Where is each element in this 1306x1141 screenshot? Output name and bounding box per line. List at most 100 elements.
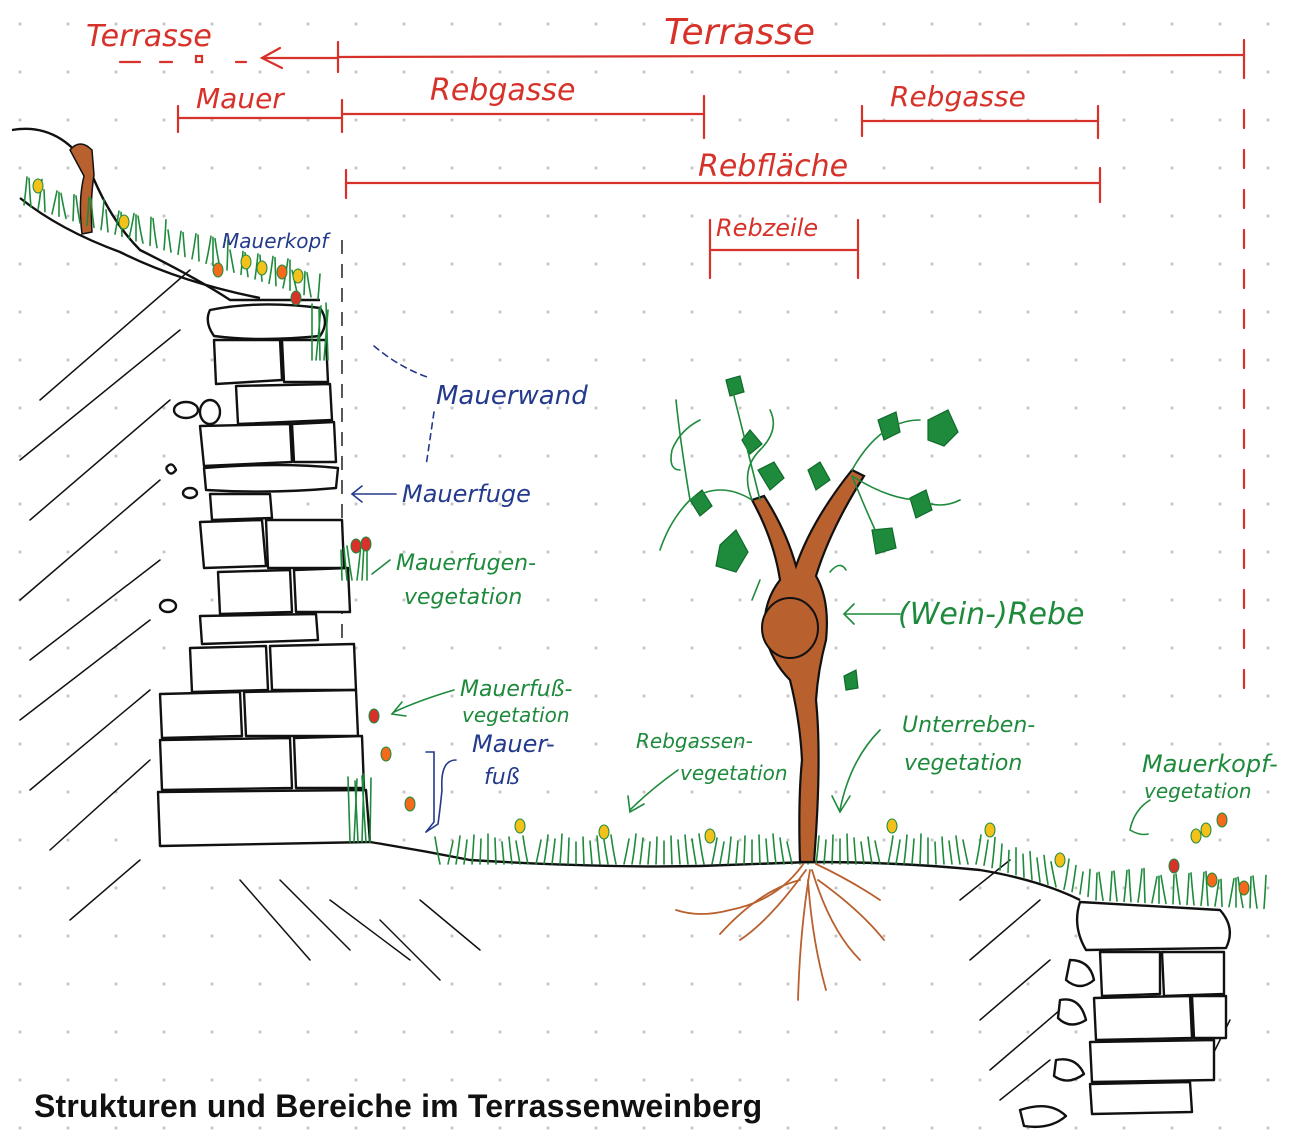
grid-dot bbox=[114, 1030, 117, 1033]
grass-blade bbox=[178, 231, 181, 254]
grass-blade bbox=[720, 842, 724, 864]
grid-dot bbox=[450, 454, 453, 457]
grid-dot bbox=[594, 790, 597, 793]
grid-dot bbox=[114, 838, 117, 841]
grid-dot bbox=[354, 70, 357, 73]
flower bbox=[33, 179, 43, 193]
grid-dot bbox=[594, 118, 597, 121]
grid-dot bbox=[66, 70, 69, 73]
grass-blade bbox=[304, 272, 305, 295]
grid-dot bbox=[738, 1126, 741, 1129]
grid-dot bbox=[402, 358, 405, 361]
grid-dot bbox=[18, 262, 21, 265]
grass-blade bbox=[1124, 870, 1127, 901]
grid-dot bbox=[882, 22, 885, 25]
grid-dot bbox=[210, 1030, 213, 1033]
grid-dot bbox=[1218, 694, 1221, 697]
grid-dot bbox=[738, 1078, 741, 1081]
grid-dot bbox=[882, 646, 885, 649]
grid-dot bbox=[162, 1030, 165, 1033]
grid-dot bbox=[1266, 1078, 1269, 1081]
grid-dot bbox=[1026, 550, 1029, 553]
grid-dot bbox=[594, 694, 597, 697]
grass-blade bbox=[164, 220, 166, 250]
grid-dot bbox=[594, 598, 597, 601]
grid-dot bbox=[786, 1078, 789, 1081]
grid-dot bbox=[738, 886, 741, 889]
grid-dot bbox=[978, 310, 981, 313]
grid-dot bbox=[786, 982, 789, 985]
grid-dot bbox=[1266, 934, 1269, 937]
grid-dot bbox=[786, 118, 789, 121]
grid-dot bbox=[18, 886, 21, 889]
grid-dot bbox=[786, 262, 789, 265]
grid-dot bbox=[18, 454, 21, 457]
grid-dot bbox=[834, 598, 837, 601]
grid-dot bbox=[978, 694, 981, 697]
grid-dot bbox=[978, 406, 981, 409]
grid-dot bbox=[402, 742, 405, 745]
grid-dot bbox=[1218, 214, 1221, 217]
grid-dot bbox=[498, 214, 501, 217]
grid-dot bbox=[882, 406, 885, 409]
grid-dot bbox=[642, 118, 645, 121]
grid-dot bbox=[1266, 358, 1269, 361]
grid-dot bbox=[1170, 118, 1173, 121]
grass-blade bbox=[590, 841, 592, 864]
grid-dot bbox=[210, 982, 213, 985]
grid-dot bbox=[738, 502, 741, 505]
grid-dot bbox=[354, 454, 357, 457]
grid-dot bbox=[882, 598, 885, 601]
grid-dot bbox=[1218, 838, 1221, 841]
grid-dot bbox=[882, 262, 885, 265]
grid-dot bbox=[930, 886, 933, 889]
flower bbox=[1169, 859, 1179, 873]
grid-dot bbox=[978, 262, 981, 265]
grass-blade bbox=[640, 838, 643, 864]
grid-dot bbox=[642, 310, 645, 313]
grid-dot bbox=[1266, 982, 1269, 985]
grid-dot bbox=[18, 502, 21, 505]
grass-blade bbox=[560, 834, 562, 864]
grid-dot bbox=[1026, 406, 1029, 409]
grass-blade bbox=[648, 842, 650, 864]
grid-dot bbox=[1218, 70, 1221, 73]
grid-dot bbox=[1266, 598, 1269, 601]
grid-dot bbox=[1170, 262, 1173, 265]
grass-blade bbox=[230, 250, 234, 272]
grid-dot bbox=[882, 742, 885, 745]
grid-dot bbox=[18, 790, 21, 793]
grass-blade bbox=[854, 838, 856, 864]
grid-dot bbox=[834, 358, 837, 361]
grid-dot bbox=[1266, 886, 1269, 889]
grid-dot bbox=[66, 214, 69, 217]
grid-dot bbox=[594, 982, 597, 985]
grid-dot bbox=[690, 1078, 693, 1081]
flower bbox=[599, 825, 609, 839]
grid-dot bbox=[306, 22, 309, 25]
grid-dot bbox=[738, 118, 741, 121]
grid-dot bbox=[162, 934, 165, 937]
grid-dot bbox=[1266, 742, 1269, 745]
grass-blade bbox=[992, 838, 995, 868]
grid-dot bbox=[1074, 166, 1077, 169]
grid-dot bbox=[354, 886, 357, 889]
grid-dot bbox=[1170, 406, 1173, 409]
grid-dot bbox=[1122, 598, 1125, 601]
grid-dot bbox=[978, 646, 981, 649]
grid-dot bbox=[1266, 406, 1269, 409]
grass-blade bbox=[1023, 854, 1024, 877]
grid-dot bbox=[162, 1078, 165, 1081]
grid-dot bbox=[690, 598, 693, 601]
flower bbox=[1055, 853, 1065, 867]
grid-dot bbox=[114, 166, 117, 169]
grid-dot bbox=[114, 1078, 117, 1081]
grass-blade bbox=[888, 836, 893, 864]
grid-dot bbox=[546, 166, 549, 169]
grid-dot bbox=[1026, 262, 1029, 265]
grid-dot bbox=[834, 214, 837, 217]
grid-dot bbox=[834, 22, 837, 25]
grid-dot bbox=[930, 934, 933, 937]
grass-blade bbox=[692, 839, 696, 864]
grid-dot bbox=[594, 214, 597, 217]
